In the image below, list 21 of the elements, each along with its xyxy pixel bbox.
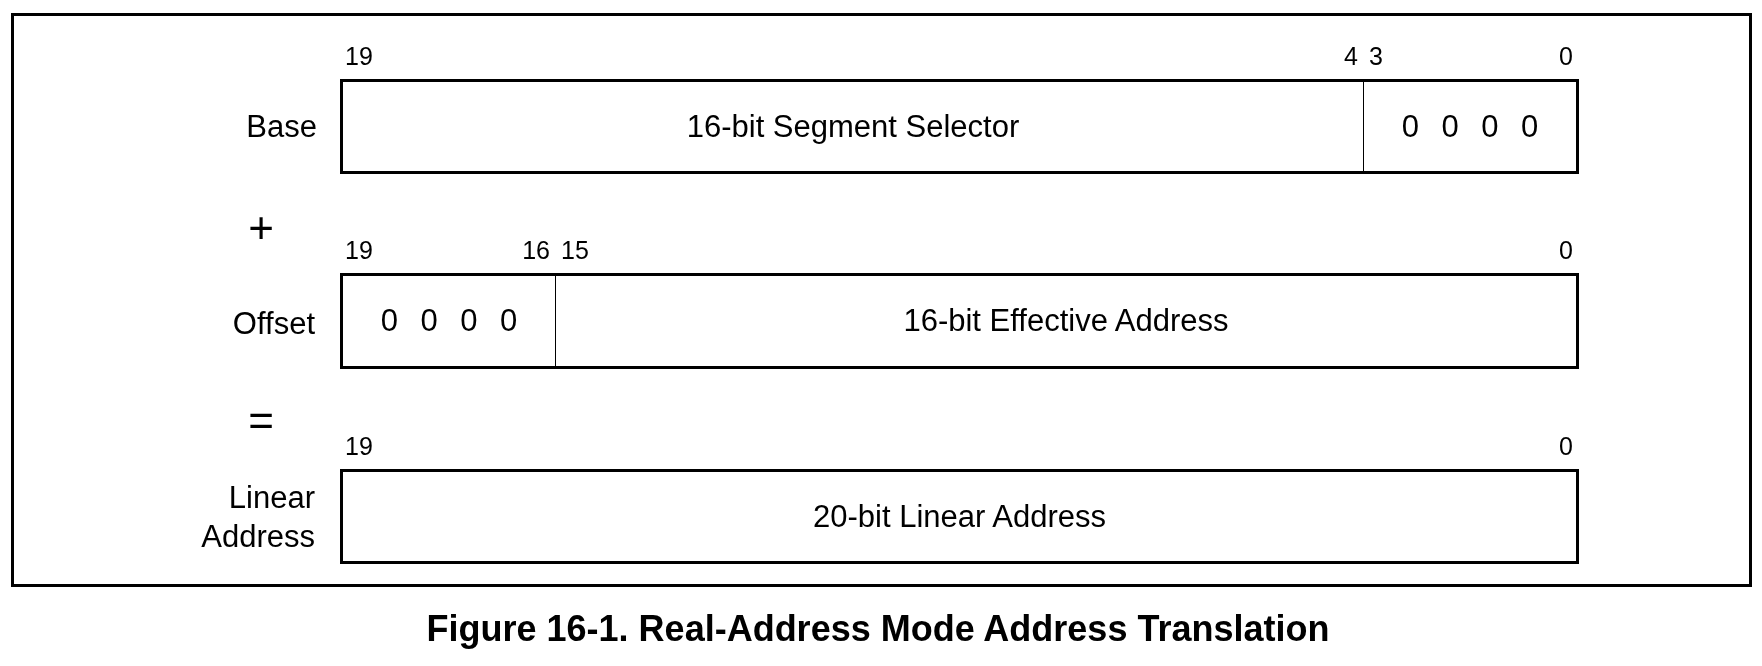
bit-number: 0: [1559, 235, 1573, 265]
bit-field: 16-bit Segment Selector: [340, 79, 1364, 174]
bit-field: 0 0 0 0: [340, 273, 556, 369]
bit-number: 0: [1559, 431, 1573, 461]
bit-number: 3: [1369, 41, 1383, 71]
row-label: Base: [246, 108, 317, 146]
bit-field: 0 0 0 0: [1364, 79, 1579, 174]
row-label: Offset: [232, 305, 315, 343]
bit-number: 15: [561, 235, 589, 265]
bit-field: 16-bit Effective Address: [556, 273, 1579, 369]
plus-sign: +: [248, 201, 274, 254]
equals-sign: =: [248, 394, 274, 447]
bit-number: 16: [522, 235, 550, 265]
row-label: Linear Address: [200, 479, 315, 556]
bit-field: 20-bit Linear Address: [340, 469, 1579, 564]
bit-number: 19: [345, 235, 373, 265]
bit-number: 19: [345, 431, 373, 461]
bit-number: 19: [345, 41, 373, 71]
bit-number: 4: [1344, 41, 1358, 71]
bit-number: 0: [1559, 41, 1573, 71]
figure-caption: Figure 16-1. Real-Address Mode Address Translation: [426, 607, 1330, 651]
